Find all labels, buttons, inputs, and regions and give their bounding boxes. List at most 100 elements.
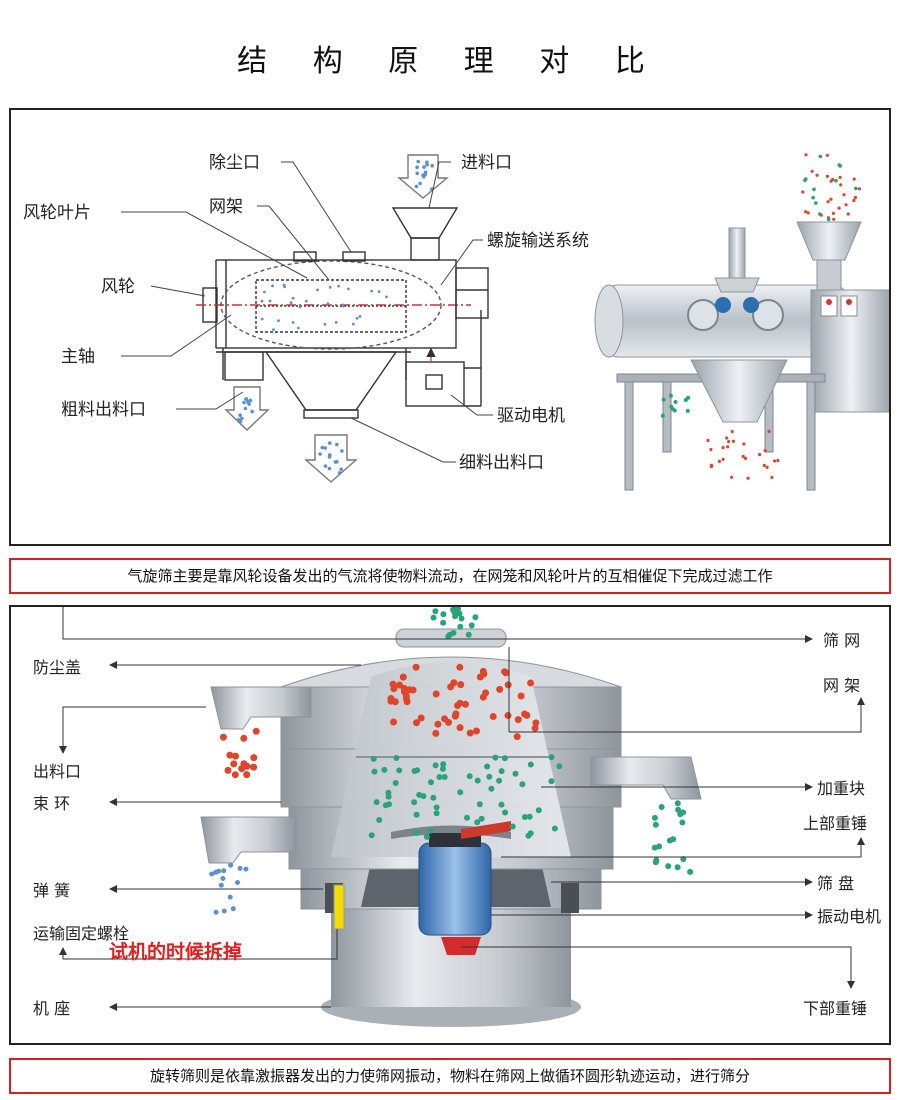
particle bbox=[243, 406, 248, 411]
particle bbox=[476, 673, 484, 681]
particle bbox=[209, 871, 215, 877]
particle bbox=[670, 836, 677, 843]
particle bbox=[230, 760, 238, 768]
particle bbox=[337, 471, 342, 475]
particle bbox=[272, 328, 275, 331]
particle bbox=[377, 290, 381, 293]
particle bbox=[441, 774, 448, 780]
particle bbox=[232, 752, 239, 760]
particle bbox=[806, 211, 810, 215]
particle bbox=[496, 685, 504, 693]
particle bbox=[327, 466, 332, 471]
particle bbox=[298, 305, 302, 309]
particle bbox=[396, 767, 403, 774]
particle bbox=[478, 815, 485, 822]
particle bbox=[842, 193, 846, 197]
particle bbox=[235, 880, 240, 885]
particle bbox=[526, 813, 533, 820]
particle bbox=[418, 181, 422, 186]
particle bbox=[742, 442, 746, 446]
particle bbox=[247, 402, 251, 406]
label-screen-tray: 筛 盘 bbox=[817, 874, 854, 893]
particle bbox=[411, 799, 418, 806]
particle bbox=[326, 302, 330, 306]
particle bbox=[404, 686, 412, 694]
particle bbox=[741, 454, 745, 458]
label-upper-weight: 上部重锤 bbox=[803, 814, 867, 833]
particle bbox=[396, 681, 403, 689]
particle bbox=[687, 868, 694, 875]
particle bbox=[291, 321, 295, 324]
particle bbox=[413, 719, 420, 727]
particle bbox=[340, 449, 344, 453]
particle bbox=[341, 304, 345, 308]
particle bbox=[466, 729, 474, 737]
label-fan-blades: 风轮叶片 bbox=[23, 203, 91, 223]
particle bbox=[393, 755, 400, 761]
particle bbox=[238, 413, 242, 418]
particle bbox=[527, 679, 535, 687]
particle bbox=[504, 681, 512, 689]
rotary-sieve-caption: 旋转筛则是依靠激振器发出的力使筛网振动，物料在筛网上做循环圆形轨迹运动，进行筛分 bbox=[9, 1058, 891, 1094]
particle bbox=[244, 397, 249, 401]
rotary-sieve-illustration bbox=[200, 628, 702, 1027]
particle bbox=[548, 754, 555, 761]
particle bbox=[811, 195, 815, 200]
label-spring: 弹 簧 bbox=[33, 881, 70, 900]
label-screen-frame: 网架 bbox=[209, 197, 243, 217]
particle bbox=[474, 777, 481, 784]
particle bbox=[328, 441, 332, 445]
particle bbox=[415, 171, 420, 176]
particle bbox=[496, 777, 503, 784]
particle bbox=[846, 212, 850, 216]
particle bbox=[433, 810, 440, 817]
particle bbox=[527, 761, 534, 768]
particle bbox=[853, 195, 858, 200]
particle bbox=[368, 832, 375, 839]
particle bbox=[347, 287, 350, 291]
particle bbox=[758, 453, 762, 457]
particle bbox=[224, 766, 232, 774]
particle bbox=[829, 197, 833, 201]
particle bbox=[221, 908, 227, 914]
particle bbox=[250, 754, 258, 762]
particle bbox=[414, 767, 421, 774]
particle bbox=[454, 702, 461, 709]
particle bbox=[268, 299, 272, 303]
particle bbox=[243, 762, 251, 770]
particle bbox=[473, 727, 480, 735]
particle bbox=[430, 794, 437, 801]
particle bbox=[242, 400, 246, 405]
particle bbox=[373, 799, 380, 806]
particle bbox=[219, 733, 227, 741]
particle bbox=[804, 210, 808, 214]
particle bbox=[680, 856, 687, 863]
particle bbox=[370, 289, 374, 293]
particle bbox=[213, 869, 219, 875]
particle bbox=[385, 295, 388, 299]
particle bbox=[852, 198, 856, 203]
particle bbox=[825, 174, 830, 178]
particle bbox=[238, 765, 246, 773]
particle bbox=[221, 868, 227, 874]
particle bbox=[773, 459, 777, 463]
particle bbox=[323, 464, 328, 468]
particle bbox=[818, 154, 823, 159]
label-base: 机 座 bbox=[33, 999, 70, 1018]
particle bbox=[415, 165, 419, 170]
particle bbox=[260, 317, 264, 321]
particle bbox=[839, 183, 843, 187]
particle bbox=[668, 393, 673, 398]
label-spiral-conveyor: 螺旋输送系统 bbox=[487, 231, 589, 251]
particle bbox=[228, 862, 234, 868]
page-title: 结 构 原 理 对 比 bbox=[237, 44, 663, 79]
particle bbox=[804, 153, 808, 157]
label-screen-mesh: 筛 网 bbox=[823, 631, 860, 650]
particle bbox=[458, 615, 465, 622]
particle bbox=[445, 718, 452, 726]
rotary-particles bbox=[209, 607, 694, 915]
particle bbox=[413, 811, 420, 818]
label-coarse-outlet: 粗料出料口 bbox=[61, 400, 146, 420]
particle bbox=[334, 321, 338, 324]
particle bbox=[263, 290, 266, 294]
